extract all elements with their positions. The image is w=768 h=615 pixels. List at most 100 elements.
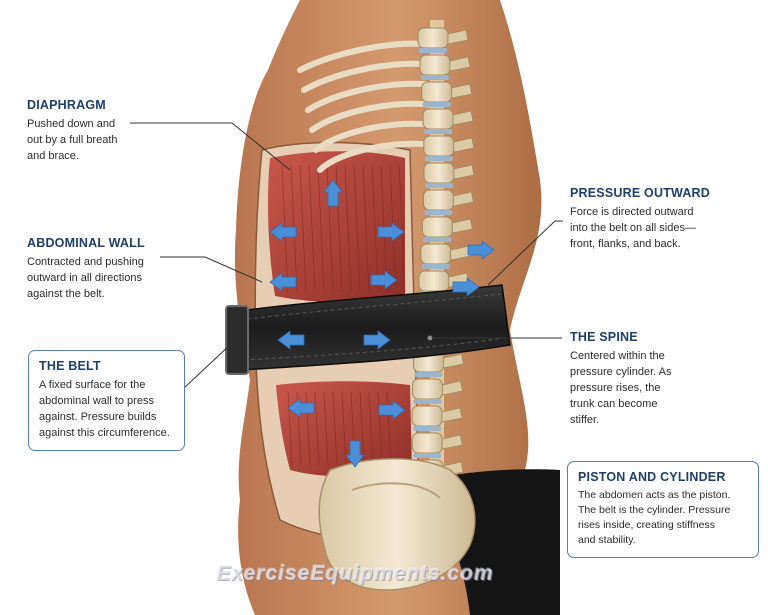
muscle-fibres <box>281 164 406 466</box>
text-line: pressure cylinder. As <box>570 366 672 378</box>
pressure-arrow <box>377 222 405 242</box>
vertebra <box>421 216 453 238</box>
watermark: ExerciseEquipments.com <box>216 562 494 585</box>
vertebra <box>411 432 443 454</box>
vertebra <box>418 270 450 292</box>
label-title: PRESSURE OUTWARD <box>570 186 711 200</box>
vertebra <box>421 81 453 103</box>
spinous-process <box>453 137 475 153</box>
intervertebral-disc <box>424 183 453 188</box>
pressure-arrow <box>277 330 305 350</box>
spinous-process <box>441 434 463 450</box>
intervertebral-disc <box>419 48 447 53</box>
text-line: stiffer. <box>570 414 600 426</box>
text-line: and stability. <box>578 534 636 546</box>
muscle-fibre <box>332 391 338 466</box>
label-title: PISTON AND CYLINDER <box>578 470 726 484</box>
leader-abdominal-wall <box>160 256 263 283</box>
muscle-fibre <box>386 391 392 466</box>
vertebra <box>419 54 451 76</box>
vertebra <box>420 243 452 265</box>
text-line: rises inside, creating stiffness <box>578 519 715 531</box>
pelvis-bone <box>318 458 476 591</box>
muscle-fibre <box>368 391 374 466</box>
text-line: abdominal wall to press <box>39 395 154 407</box>
spinous-process <box>453 191 474 207</box>
muscle-fibre <box>398 164 406 293</box>
pressure-arrow <box>370 270 398 290</box>
text-line: The belt is the cylinder. Pressure <box>578 504 731 516</box>
text-line: against. Pressure builds <box>39 411 157 423</box>
muscle-fibre <box>287 391 293 466</box>
label-title: ABDOMINAL WALL <box>27 236 145 250</box>
rib <box>305 80 435 113</box>
leader-belt <box>183 344 231 389</box>
text-line: Force is directed outward <box>570 206 694 218</box>
spinous-process <box>441 407 463 423</box>
intervertebral-disc <box>421 264 450 269</box>
text-line: Contracted and pushing <box>27 256 144 268</box>
spinous-process <box>443 353 464 369</box>
label-title: DIAPHRAGM <box>27 98 106 112</box>
muscle-fibre <box>359 391 365 466</box>
vertebra <box>417 27 449 49</box>
muscle-fibre <box>344 164 352 293</box>
muscle-fibre <box>353 164 361 293</box>
belt-rivet <box>427 335 433 341</box>
pressure-arrow <box>363 330 391 350</box>
pressure-arrow <box>378 400 406 420</box>
intervertebral-disc <box>420 75 449 80</box>
pressure-arrows <box>269 179 495 468</box>
text-line: trunk can become <box>570 398 658 410</box>
label-belt: THE BELT A fixed surface for the abdomin… <box>28 350 185 451</box>
rib <box>309 100 435 133</box>
leader-lines <box>130 122 563 389</box>
label-text: Contracted and pushing outward in all di… <box>27 254 177 302</box>
vertebra <box>411 378 443 400</box>
pressure-arrow <box>269 222 297 242</box>
spinous-process <box>442 380 463 396</box>
vertebra <box>422 108 454 130</box>
text-line: against this circumference. <box>39 427 170 439</box>
muscle-fibre <box>371 164 379 293</box>
rib <box>317 140 435 173</box>
leader-diaphragm <box>130 122 291 171</box>
text-line: Centered within the <box>570 350 665 362</box>
spinous-process <box>451 83 473 99</box>
intervertebral-disc <box>422 102 451 107</box>
pressure-arrow <box>269 272 297 292</box>
belt-stitch-top <box>239 293 501 321</box>
intervertebral-disc <box>424 156 453 161</box>
spinous-process <box>452 110 474 126</box>
intervertebral-disc <box>413 399 442 404</box>
text-line: Pushed down and <box>27 118 116 130</box>
label-text: Force is directed outward into the belt … <box>570 204 740 252</box>
text-line: outward in all directions <box>27 272 142 284</box>
text-line: A fixed surface for the <box>39 379 146 391</box>
intervertebral-disc <box>413 453 442 458</box>
pressure-arrow <box>287 398 315 418</box>
text-line: front, flanks, and back. <box>570 238 681 250</box>
label-title: THE BELT <box>39 359 101 373</box>
muscle-fibre <box>341 391 347 466</box>
spinous-process <box>451 218 473 234</box>
spinous-process <box>450 245 472 261</box>
leader-pressure-outward <box>487 220 563 286</box>
pressure-arrow <box>323 179 343 207</box>
pelvis-crest <box>351 482 441 499</box>
muscle-fibre <box>314 391 320 466</box>
spinous-process <box>449 56 471 72</box>
muscle-fibre <box>323 391 329 466</box>
label-piston-cylinder: PISTON AND CYLINDER The abdomen acts as … <box>567 461 759 558</box>
pressure-arrow <box>345 440 365 468</box>
muscle-fibre <box>377 391 383 466</box>
muscle-fibre <box>308 164 316 293</box>
muscle-fibre <box>299 164 307 293</box>
label-text: Centered within the pressure cylinder. A… <box>570 348 720 428</box>
label-text: The abdomen acts as the piston. The belt… <box>578 488 748 548</box>
text-line: and brace. <box>27 150 79 162</box>
rib-cage <box>297 40 435 173</box>
belt-buckle <box>225 305 249 375</box>
